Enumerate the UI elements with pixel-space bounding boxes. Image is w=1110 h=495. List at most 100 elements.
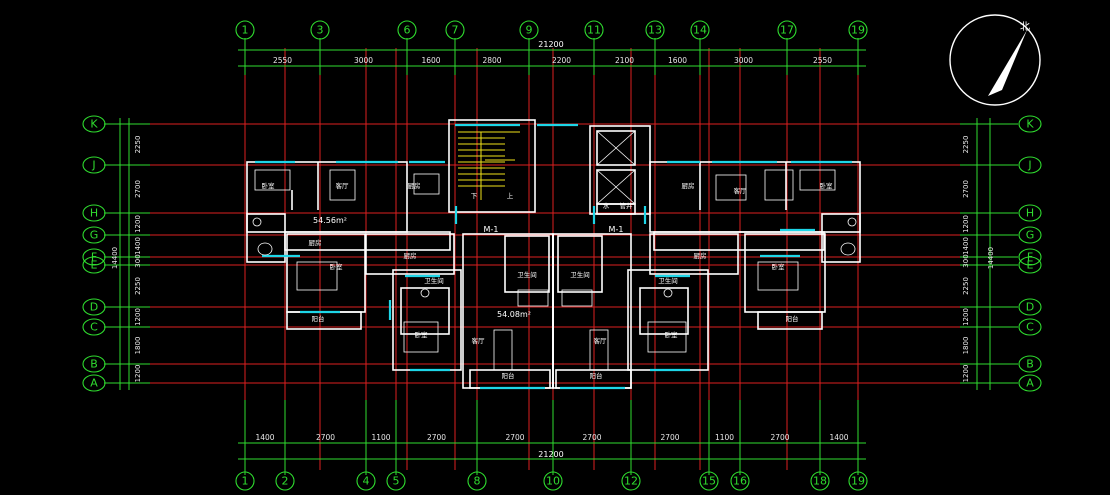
- axis-bubble-right: [1018, 248, 1042, 266]
- dim-side: 2250: [134, 136, 142, 154]
- axis-bubble-right: [1018, 374, 1042, 392]
- axis-label-top: 9: [526, 24, 533, 37]
- room-label-toilet: 卫生间: [517, 270, 537, 279]
- axis-bubble-bottom: [386, 471, 406, 491]
- fixture-round: [663, 288, 673, 298]
- dim-bottom: 1400: [829, 433, 848, 442]
- axis-bubble-top: [584, 20, 604, 40]
- door-tag-left: M-1: [484, 225, 499, 234]
- dim-bottom: 1100: [371, 433, 390, 442]
- furniture: [493, 329, 513, 371]
- axis-bubble-right: [1018, 355, 1042, 373]
- axis-label-left: E: [91, 259, 98, 272]
- axis-bubble-left: [82, 355, 106, 373]
- dim-top: 2800: [482, 56, 501, 65]
- axis-bubble-left: [82, 298, 106, 316]
- dim-bottom: 2700: [660, 433, 679, 442]
- axis-bubble-bottom: [235, 471, 255, 491]
- dim-top: 2550: [813, 56, 832, 65]
- fixtures: [252, 169, 857, 371]
- axis-bubble-left: [82, 156, 106, 174]
- dim-side-total: 14400: [987, 247, 995, 269]
- room-label-kitchen: 厨房: [309, 238, 322, 247]
- right-bedroom-lower: [744, 233, 826, 313]
- dim-bottom: 2700: [316, 433, 335, 442]
- axis-label-left: D: [90, 301, 98, 314]
- axis-label-left: B: [90, 358, 98, 371]
- stair-label-down: 下: [471, 192, 478, 200]
- axis-bubble-right: [1018, 226, 1042, 244]
- axis-bubble-bottom: [810, 471, 830, 491]
- axis-label-bottom: 15: [702, 475, 716, 488]
- room-label-bedroom: 卧室: [665, 330, 679, 339]
- furniture: [715, 174, 747, 201]
- axis-label-bottom: 16: [733, 475, 747, 488]
- dim-side: 1200: [962, 215, 970, 233]
- axis-label-bottom: 12: [624, 475, 638, 488]
- north-arrow-icon: [988, 30, 1027, 96]
- area-label-center: 54.08m²: [497, 310, 531, 319]
- furniture: [329, 169, 356, 201]
- room-label-toilet: 卫生间: [658, 276, 678, 285]
- axis-bubble-top: [848, 20, 868, 40]
- room-label-bedroom: 卧室: [415, 330, 429, 339]
- axis-bubble-right: [1018, 156, 1042, 174]
- room-label-bedroom: 卧室: [262, 181, 276, 190]
- toilet-right: [557, 235, 603, 293]
- dim-bottom: 1100: [715, 433, 734, 442]
- elevator-x: [596, 130, 636, 166]
- dim-top: 3000: [734, 56, 753, 65]
- elevator-car: [596, 130, 636, 166]
- room-label-bedroom: 卧室: [820, 181, 834, 190]
- axis-bubble-right: [1018, 318, 1042, 336]
- door-tag-right: M-1: [609, 225, 624, 234]
- room-label-living: 客厅: [472, 336, 486, 345]
- axis-label-right: E: [1027, 259, 1034, 272]
- axis-label-bottom: 2: [282, 475, 289, 488]
- axis-bubble-top: [777, 20, 797, 40]
- walls: [246, 119, 861, 390]
- dim-side: 300: [962, 254, 970, 267]
- dim-top: 2200: [552, 56, 571, 65]
- axis-bubble-bottom: [543, 471, 563, 491]
- axis-grid: [104, 38, 1018, 475]
- axis-bubble-top: [645, 20, 665, 40]
- dim-side: 1200: [962, 365, 970, 383]
- right-unit-east: [821, 213, 861, 263]
- left-wetroom: [400, 287, 450, 335]
- dim-bottom: 2700: [505, 433, 524, 442]
- area-label-left: 54.56m²: [313, 216, 347, 225]
- axis-label-left: G: [90, 229, 99, 242]
- right-balcony: [757, 311, 823, 330]
- dim-side: 1200: [134, 365, 142, 383]
- left-bedroom-lower: [286, 233, 366, 313]
- axis-bubble-right: [1018, 115, 1042, 133]
- axis-label-left: J: [91, 159, 95, 172]
- shaft-box: [596, 203, 636, 215]
- room-labels: 卧室客厅厨房卧室厨房厨房卫生间卧室阳台客厅客厅卫生间卫生间阳台阳台厨房客厅卧室厨…: [262, 181, 834, 380]
- north-circle: [949, 14, 1041, 106]
- axis-label-left: K: [90, 118, 98, 131]
- axis-bubble-left: [82, 374, 106, 392]
- axis-label-top: 19: [851, 24, 865, 37]
- left-kitchen: [365, 233, 455, 275]
- furniture: [589, 329, 609, 371]
- furniture: [403, 321, 439, 353]
- axis-bubble-top: [690, 20, 710, 40]
- furniture: [764, 169, 794, 201]
- dim-side-total: 14400: [111, 247, 119, 269]
- axis-label-bottom: 4: [363, 475, 370, 488]
- room-label-living: 客厅: [594, 336, 608, 345]
- fixture-round: [252, 217, 262, 227]
- dim-bottom: 2700: [582, 433, 601, 442]
- axis-label-right: B: [1026, 358, 1034, 371]
- axis-bubble-left: [82, 318, 106, 336]
- axis-bubble-top: [310, 20, 330, 40]
- axis-label-left: C: [90, 321, 98, 334]
- room-label-balcony: 阳台: [312, 314, 325, 323]
- axis-label-top: 14: [693, 24, 707, 37]
- axis-label-right: J: [1027, 159, 1031, 172]
